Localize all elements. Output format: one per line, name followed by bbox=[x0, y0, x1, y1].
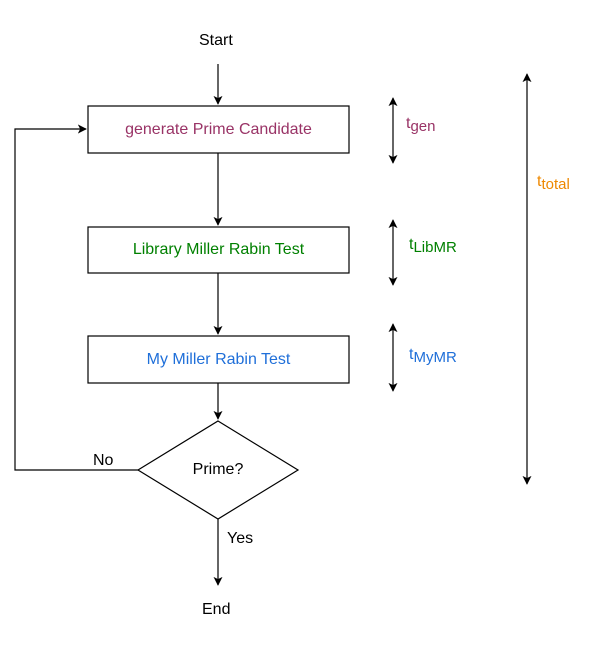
tgen-base: t bbox=[406, 115, 411, 132]
decision-label: Prime? bbox=[192, 461, 244, 478]
tlibmr-base: t bbox=[409, 236, 414, 253]
ttotal-label: ttotal bbox=[537, 173, 570, 193]
my-mr-label: My Miller Rabin Test bbox=[146, 351, 291, 368]
tlibmr-label: tLibMR bbox=[409, 236, 457, 256]
tlibmr-sub: LibMR bbox=[413, 239, 457, 256]
no-label: No bbox=[93, 452, 114, 469]
tmymr-sub: MyMR bbox=[413, 349, 457, 366]
yes-label: Yes bbox=[227, 530, 254, 547]
end-label: End bbox=[202, 601, 231, 618]
tgen-label: tgen bbox=[406, 115, 436, 135]
edge-no-loop bbox=[14, 124, 138, 471]
my-mr-box bbox=[87, 335, 350, 384]
start-label: Start bbox=[199, 32, 233, 49]
ttotal-base: t bbox=[537, 173, 542, 190]
tmymr-label: tMyMR bbox=[409, 346, 457, 366]
generate-label: generate Prime Candidate bbox=[125, 121, 312, 138]
tgen-sub: gen bbox=[410, 118, 436, 135]
library-mr-box bbox=[87, 226, 350, 274]
library-mr-label: Library Miller Rabin Test bbox=[132, 241, 305, 258]
tmymr-base: t bbox=[409, 346, 414, 363]
ttotal-sub: total bbox=[541, 176, 570, 193]
